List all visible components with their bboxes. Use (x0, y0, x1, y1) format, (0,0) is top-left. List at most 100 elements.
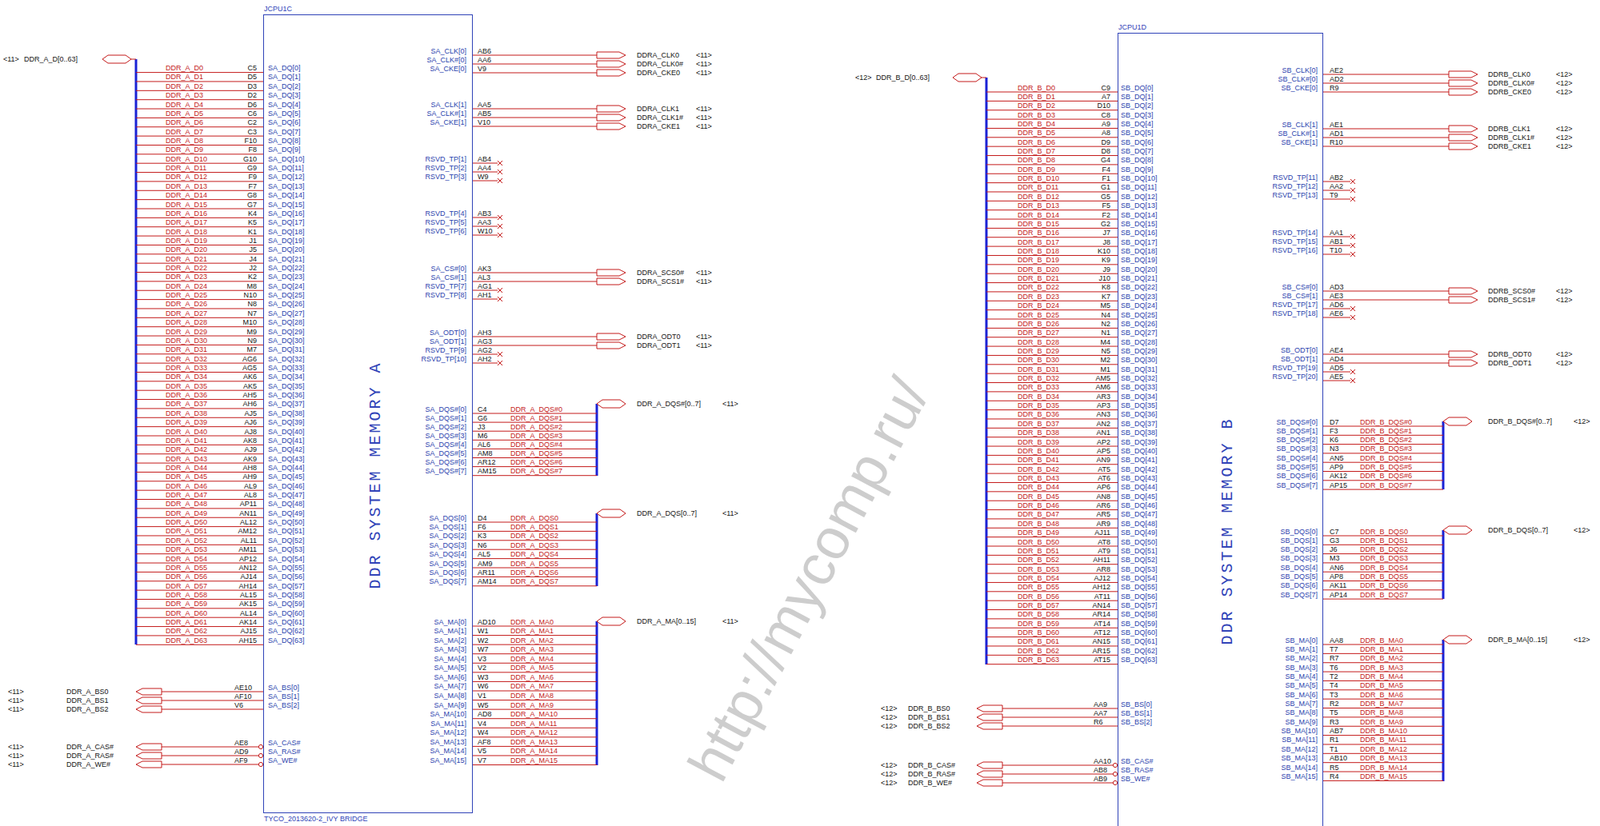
pin-number: AB4 (477, 155, 492, 164)
no-connect-mark (497, 169, 503, 175)
net-name: DDR_B_D19 (1017, 256, 1060, 264)
wire (986, 536, 1118, 538)
wire (161, 747, 259, 748)
wire (472, 440, 597, 441)
wire (472, 336, 597, 338)
pin-number: AL5 (477, 550, 491, 559)
pin-number: D5 (247, 72, 257, 81)
pin-name: SB_DQS[6] (1280, 581, 1318, 590)
net-name: DDR_A_DQS3 (510, 541, 559, 550)
wire (986, 246, 1118, 248)
pin-name: SB_MA[10] (1280, 727, 1318, 736)
net-name: DDR_B_D0 (1017, 84, 1056, 92)
wire (1002, 708, 1118, 710)
net-name: DDR_B_MA1 (1360, 645, 1404, 654)
wire (472, 681, 597, 683)
wire (1323, 471, 1444, 472)
pin-number: AK11 (1329, 581, 1347, 590)
pin-name: SA_DQ[25] (268, 291, 305, 300)
net-name: DDR_B_D18 (1017, 247, 1060, 256)
wire (986, 446, 1118, 448)
sheet-ref: <11> (696, 332, 712, 341)
pin-number: N2 (1100, 320, 1111, 328)
wire (986, 92, 1118, 93)
wire (472, 672, 597, 673)
pin-name: SB_DQ[26] (1120, 320, 1158, 328)
no-connect-mark (1350, 252, 1356, 257)
net-name: DDR_A_DQS#7 (510, 467, 563, 476)
net-name: DDR_A_D30 (165, 336, 208, 345)
pin-name: RSVD_TP[18] (1272, 309, 1318, 318)
pin-name: SB_MA[6] (1284, 691, 1318, 700)
wire (472, 746, 597, 748)
pin-name: SB_DQ[61] (1120, 637, 1158, 646)
pin-name: SA_MA[5] (433, 664, 467, 672)
net-name: DDR_B_D27 (1017, 328, 1060, 337)
pin-number: AM14 (477, 577, 497, 586)
net-name: DDR_B_MA8 (1360, 708, 1404, 717)
net-name: DDR_A_DQS#6 (510, 458, 563, 467)
offpage-connector (1448, 71, 1478, 78)
pin-number: AA4 (477, 164, 492, 172)
bus-line (1442, 421, 1445, 490)
net-name: DDR_A_MA12 (510, 728, 558, 737)
no-connect-mark (1350, 378, 1356, 384)
pin-number: AJ12 (1093, 574, 1111, 583)
net-name: DDR_A_D49 (165, 509, 208, 518)
pin-name: SA_CAS# (268, 739, 301, 748)
pin-name: SB_MA[13] (1280, 754, 1318, 763)
wire (136, 608, 264, 609)
offpage-connector (1448, 351, 1478, 358)
pin-number: F5 (1101, 201, 1111, 210)
pin-name: SB_DQ[13] (1120, 201, 1158, 210)
pin-name: SA_DQ[36] (268, 391, 305, 400)
net-name: DDR_A_D16 (165, 209, 208, 218)
wire (472, 585, 597, 587)
pin-number: AN12 (238, 564, 257, 572)
pin-number: AJ14 (240, 572, 257, 581)
pin-number: N9 (247, 336, 257, 345)
bus-connector (1443, 526, 1472, 535)
pin-name: SB_DQS#[3] (1276, 444, 1318, 453)
wire (986, 500, 1118, 502)
bus-connector (596, 617, 626, 626)
wire (986, 473, 1118, 475)
sheet-ref: <11> (696, 341, 712, 350)
wire (1323, 580, 1444, 582)
wire (472, 700, 597, 701)
pin-name: SA_DQ[62] (268, 627, 305, 636)
sheet-ref: <12> (1556, 133, 1573, 142)
pin-number: V6 (234, 701, 244, 710)
wire (986, 109, 1118, 111)
pin-name: RSVD_TP[3] (424, 172, 467, 181)
pin-name: RSVD_TP[1] (424, 155, 467, 164)
net-name: DDR_B_BS2 (908, 722, 951, 731)
net-name: DDRB_CLK1 (1488, 124, 1531, 133)
net-name: DDR_A_BS1 (66, 696, 109, 705)
pin-name: SA_DQ[6] (268, 118, 301, 127)
pin-name: SB_DQ[46] (1120, 501, 1158, 510)
pin-name: RSVD_TP[8] (424, 291, 467, 300)
pin-number: N4 (1100, 311, 1111, 320)
net-name: DDR_B_D32 (1017, 374, 1060, 383)
wire (472, 117, 597, 119)
pin-number: T5 (1329, 708, 1339, 717)
pin-number: K10 (1097, 247, 1111, 256)
pin-name: SA_DQ[41] (268, 436, 305, 445)
pin-number: D2 (247, 91, 257, 100)
offpage-connector (596, 269, 626, 276)
wire (986, 636, 1118, 638)
wire (472, 558, 597, 560)
pin-number: AE8 (234, 739, 248, 748)
wire (136, 126, 264, 128)
pin-number: K5 (248, 218, 257, 227)
wire (136, 280, 264, 282)
net-name: DDR_A_D26 (165, 300, 208, 308)
no-connect-mark (1350, 196, 1356, 202)
wire (136, 490, 264, 492)
pin-name: SB_DQ[15] (1120, 220, 1158, 228)
pin-name: SA_DQ[22] (268, 264, 305, 272)
net-name: DDR_B_D7 (1017, 147, 1056, 156)
pin-name: SB_DQS[4] (1280, 564, 1318, 572)
pin-number: D3 (247, 82, 257, 91)
